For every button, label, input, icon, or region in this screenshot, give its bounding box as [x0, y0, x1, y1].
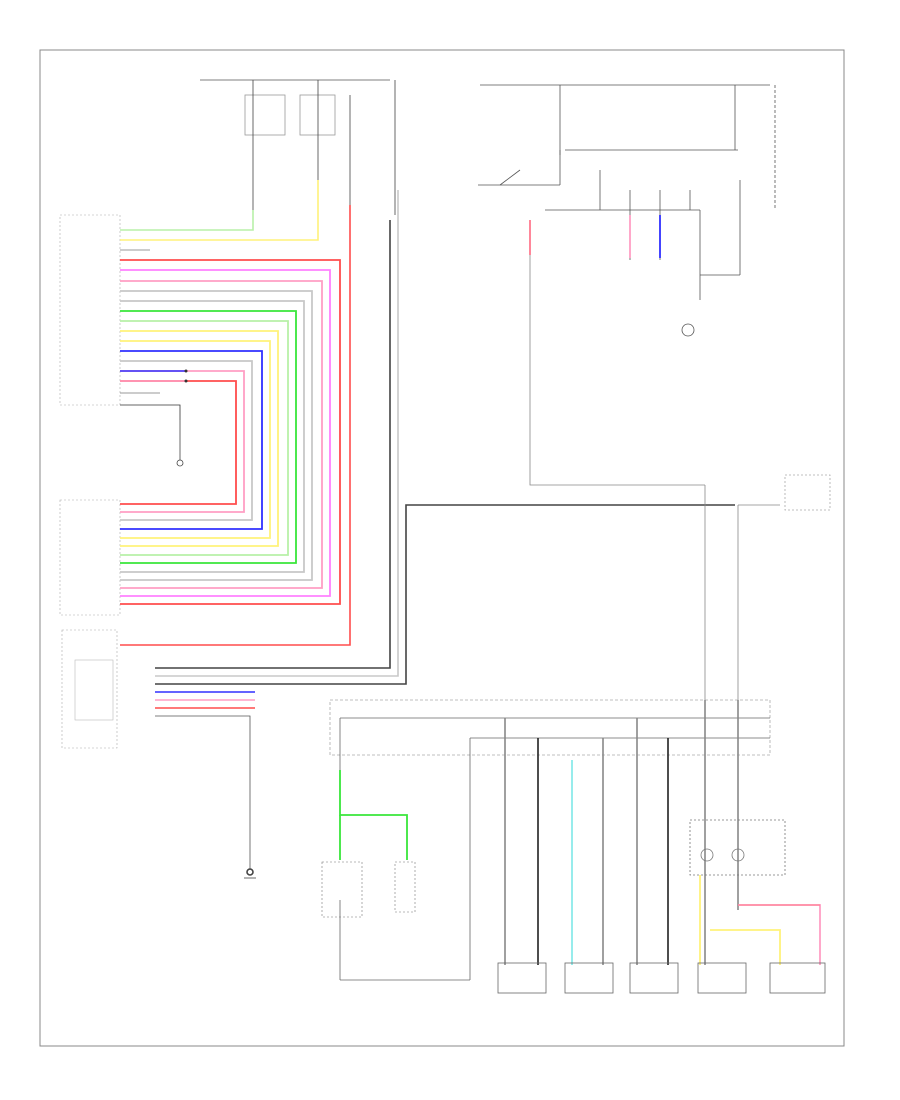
bottom-switch-2 — [564, 962, 614, 994]
bcm-ground — [176, 420, 184, 467]
buzzer-wires — [699, 875, 821, 965]
bcm-short-pins — [120, 369, 188, 420]
lower-bus — [329, 699, 771, 981]
combination-meter-wires — [155, 190, 735, 876]
top-left-fuse-area — [200, 79, 396, 240]
right-door-wiring — [529, 220, 831, 700]
bottom-switch-1 — [497, 962, 547, 994]
bottom-switch-4 — [697, 962, 747, 994]
bcm-top-wires — [120, 180, 319, 251]
bcm-harness-loops — [120, 259, 341, 605]
red-power-wire — [120, 205, 351, 646]
top-right-fuse-area — [478, 84, 776, 337]
bottom-switch-3 — [629, 962, 679, 994]
right-top-color-wires — [529, 215, 661, 258]
lt-green-loop — [339, 770, 408, 860]
bcm-connector — [59, 214, 121, 616]
combination-meter — [61, 629, 118, 749]
bottom-switch-drops — [504, 700, 739, 965]
buzzer-area — [689, 819, 786, 876]
sub-switch-box — [321, 861, 416, 918]
bottom-switch-5 — [769, 962, 826, 994]
bottom-switches — [497, 962, 826, 994]
diagram-border — [39, 49, 845, 1047]
